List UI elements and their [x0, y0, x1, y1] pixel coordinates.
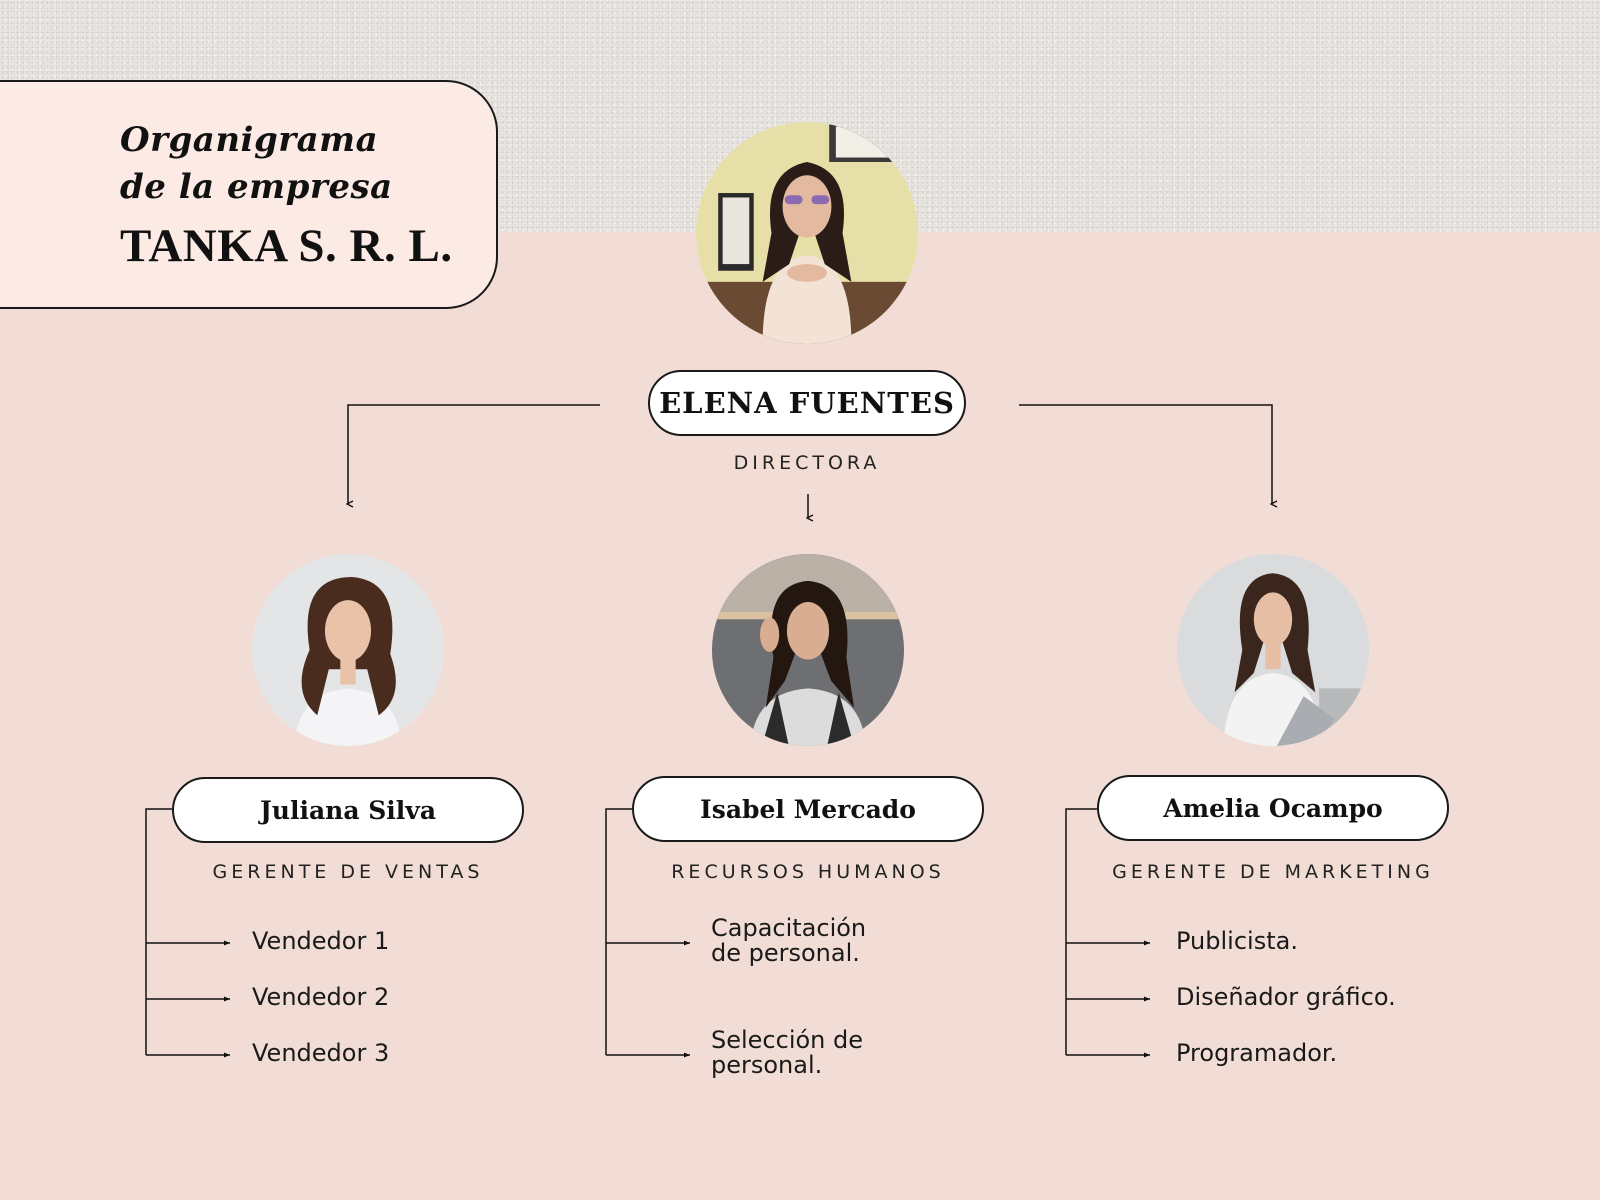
manager-name-sales: Juliana Silva	[172, 777, 524, 843]
list-item-marketing-2: Diseñador gráfico.	[1176, 983, 1396, 1011]
person-portrait-icon	[696, 122, 918, 344]
manager-role-hr: RECURSOS HUMANOS	[671, 861, 945, 883]
sales-bracket	[145, 808, 172, 1055]
manager-role-sales: GERENTE DE VENTAS	[212, 861, 484, 883]
manager-name-marketing: Amelia Ocampo	[1097, 775, 1449, 841]
company-name: TANKA S. R. L.	[120, 220, 453, 272]
list-item-sales-2: Vendedor 2	[252, 983, 390, 1011]
list-item-sales-3: Vendedor 3	[252, 1039, 390, 1067]
connector-left	[348, 404, 600, 504]
hr-bracket	[605, 808, 632, 1055]
manager-photo-hr	[712, 554, 904, 746]
list-item-marketing-3: Programador.	[1176, 1039, 1338, 1067]
title-card	[0, 80, 498, 309]
manager-role-marketing: GERENTE DE MARKETING	[1112, 861, 1434, 883]
list-item-sales-1: Vendedor 1	[252, 927, 390, 955]
list-item-marketing-1: Publicista.	[1176, 927, 1298, 955]
list-item-hr-2: Selección de personal.	[711, 1026, 864, 1079]
director-photo	[696, 122, 918, 344]
marketing-bracket	[1065, 808, 1097, 1055]
director-name-pill: ELENA FUENTES	[648, 370, 966, 436]
manager-photo-marketing	[1177, 554, 1369, 746]
title-line-1: Organigrama	[120, 120, 379, 160]
director-role: DIRECTORA	[733, 452, 881, 474]
person-portrait-icon	[1177, 554, 1369, 746]
list-item-hr-1: Capacitación de personal.	[711, 914, 867, 967]
manager-name-hr: Isabel Mercado	[632, 776, 984, 842]
connector-right	[1019, 404, 1272, 504]
person-portrait-icon	[252, 554, 444, 746]
manager-photo-sales	[252, 554, 444, 746]
title-line-2: de la empresa	[120, 167, 393, 207]
person-portrait-icon	[712, 554, 904, 746]
